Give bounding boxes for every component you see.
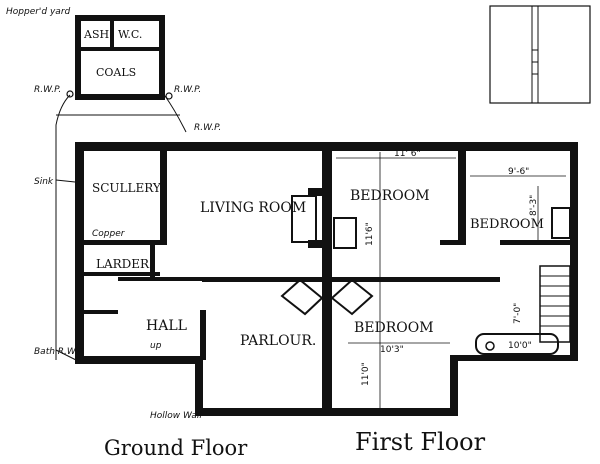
ash-label: ASH: [83, 28, 109, 41]
dim-bed2-depth: 8'-3": [529, 195, 539, 216]
ground-floor-walls: [75, 142, 331, 416]
copper-label: Copper: [92, 229, 126, 239]
living-room-label: LIVING ROOM: [200, 200, 306, 216]
dim-landing: 7'-0": [513, 303, 523, 324]
hall-label: HALL: [146, 318, 187, 334]
parlour-label: PARLOUR.: [240, 333, 316, 349]
dim-bed1-depth: 11'6": [365, 222, 375, 246]
scullery-label: SCULLERY: [92, 181, 162, 195]
drain-lines: [55, 90, 187, 363]
dim-bed3-depth: 11'0": [361, 362, 371, 386]
dim-bath: 10'0": [508, 341, 532, 351]
inset-diagram: [489, 5, 591, 104]
coals-label: COALS: [96, 66, 136, 79]
rwp-label-2: R.W.P.: [174, 85, 201, 95]
first-floor-caption: First Floor: [355, 428, 486, 456]
party-wall: [322, 142, 332, 416]
central-fireplaces: [280, 278, 374, 316]
dim-bed3-width: 10'3": [380, 345, 404, 355]
hollow-wall-label: Hollow Wall: [150, 411, 202, 421]
up-label: up: [150, 341, 162, 351]
first-floor-walls: [332, 142, 578, 416]
sink-label: Sink: [34, 177, 54, 187]
outbuilding: [75, 15, 165, 100]
wc-label: W.C.: [118, 28, 142, 41]
bedroom-label-3: BEDROOM: [354, 320, 434, 336]
larder-label: LARDER: [96, 257, 150, 271]
bedroom-label-2: BEDROOM: [470, 217, 544, 232]
dimension-lines: [336, 152, 566, 408]
bath-rwp-label: Bath R.W.P.: [34, 347, 85, 357]
dim-bed1-width: 11' 6": [394, 149, 421, 159]
rwp-label-1: R.W.P.: [34, 85, 61, 95]
rwp-label-3: R.W.P.: [194, 123, 221, 133]
dim-bed2-width: 9'-6": [508, 167, 529, 177]
ground-floor-caption: Ground Floor: [104, 436, 248, 460]
bedroom-label-1: BEDROOM: [350, 188, 430, 204]
hopper-yard-label: Hopper'd yard: [6, 7, 71, 17]
